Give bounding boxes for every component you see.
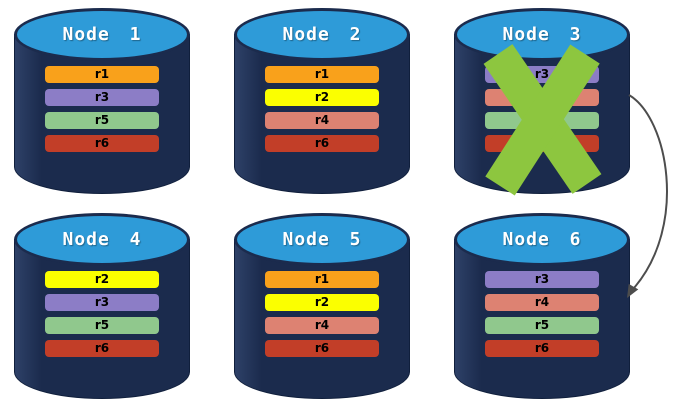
replica-bar-r1: r1	[45, 66, 159, 83]
replica-bar-r4: r4	[265, 317, 379, 334]
node-3: Node 3 r3 r4 r5 r6	[454, 8, 630, 196]
cylinder-top: Node 2	[234, 8, 410, 61]
node-label: Node 1	[62, 24, 142, 45]
replica-bar-r3: r3	[45, 294, 159, 311]
replica-bar-r3: r3	[485, 271, 599, 288]
node-label: Node 3	[502, 24, 582, 45]
replica-label: r3	[534, 67, 550, 81]
replica-label: r3	[94, 295, 110, 309]
replica-bar-r5: r5	[485, 317, 599, 334]
replica-label: r2	[94, 272, 110, 286]
cylinder-top: Node 3	[454, 8, 630, 61]
replica-bar-r5: r5	[45, 317, 159, 334]
cylinder-top: Node 6	[454, 213, 630, 266]
replica-bar-r6: r6	[265, 340, 379, 357]
replica-bar-r5: r5	[45, 112, 159, 129]
node-label: Node 6	[502, 229, 582, 250]
replica-bar-r6: r6	[45, 340, 159, 357]
replica-list: r1 r3 r5 r6	[45, 66, 159, 158]
failure-x-icon	[483, 44, 602, 196]
failover-arrow-curve	[628, 94, 668, 289]
replica-label: r5	[534, 318, 550, 332]
replica-list: r1 r2 r4 r6	[265, 271, 379, 363]
replica-bar-r6: r6	[265, 135, 379, 152]
replica-label: r6	[94, 136, 110, 150]
replica-bar-r4: r4	[485, 294, 599, 311]
node-label: Node 4	[62, 229, 142, 250]
replica-label: r3	[534, 272, 550, 286]
replica-label: r1	[314, 272, 330, 286]
replica-label: r1	[94, 67, 110, 81]
replica-label: r5	[94, 113, 110, 127]
replica-bar-r1: r1	[265, 271, 379, 288]
replica-label: r2	[314, 90, 330, 104]
cylinder-top: Node 1	[14, 8, 190, 61]
replica-label: r6	[534, 341, 550, 355]
node-1: Node 1 r1 r3 r5 r6	[14, 8, 190, 194]
replica-label: r4	[314, 113, 330, 127]
node-label: Node 5	[282, 229, 362, 250]
replica-bar-r2: r2	[265, 89, 379, 106]
cylinder-top: Node 4	[14, 213, 190, 266]
replica-label: r4	[534, 295, 550, 309]
node-6: Node 6 r3 r4 r5 r6	[454, 213, 630, 399]
replica-label: r1	[314, 67, 330, 81]
replica-label: r5	[94, 318, 110, 332]
replica-list: r1 r2 r4 r6	[265, 66, 379, 158]
replica-bar-r2: r2	[45, 271, 159, 288]
cylinder-top: Node 5	[234, 213, 410, 266]
replica-list: r2 r3 r5 r6	[45, 271, 159, 363]
replica-bar-r2: r2	[265, 294, 379, 311]
node-5: Node 5 r1 r2 r4 r6	[234, 213, 410, 399]
replica-bar-r1: r1	[265, 66, 379, 83]
replica-label: r6	[314, 136, 330, 150]
replica-bar-r6: r6	[485, 340, 599, 357]
replica-bar-r3: r3	[45, 89, 159, 106]
replica-label: r4	[314, 318, 330, 332]
replica-label: r6	[314, 341, 330, 355]
replica-label: r6	[94, 341, 110, 355]
node-2: Node 2 r1 r2 r4 r6	[234, 8, 410, 194]
replica-list: r3 r4 r5 r6	[485, 271, 599, 363]
node-4: Node 4 r2 r3 r5 r6	[14, 213, 190, 399]
node-label: Node 2	[282, 24, 362, 45]
replica-bar-r4: r4	[265, 112, 379, 129]
replica-label: r2	[314, 295, 330, 309]
replica-label: r3	[94, 90, 110, 104]
replica-bar-r6: r6	[45, 135, 159, 152]
